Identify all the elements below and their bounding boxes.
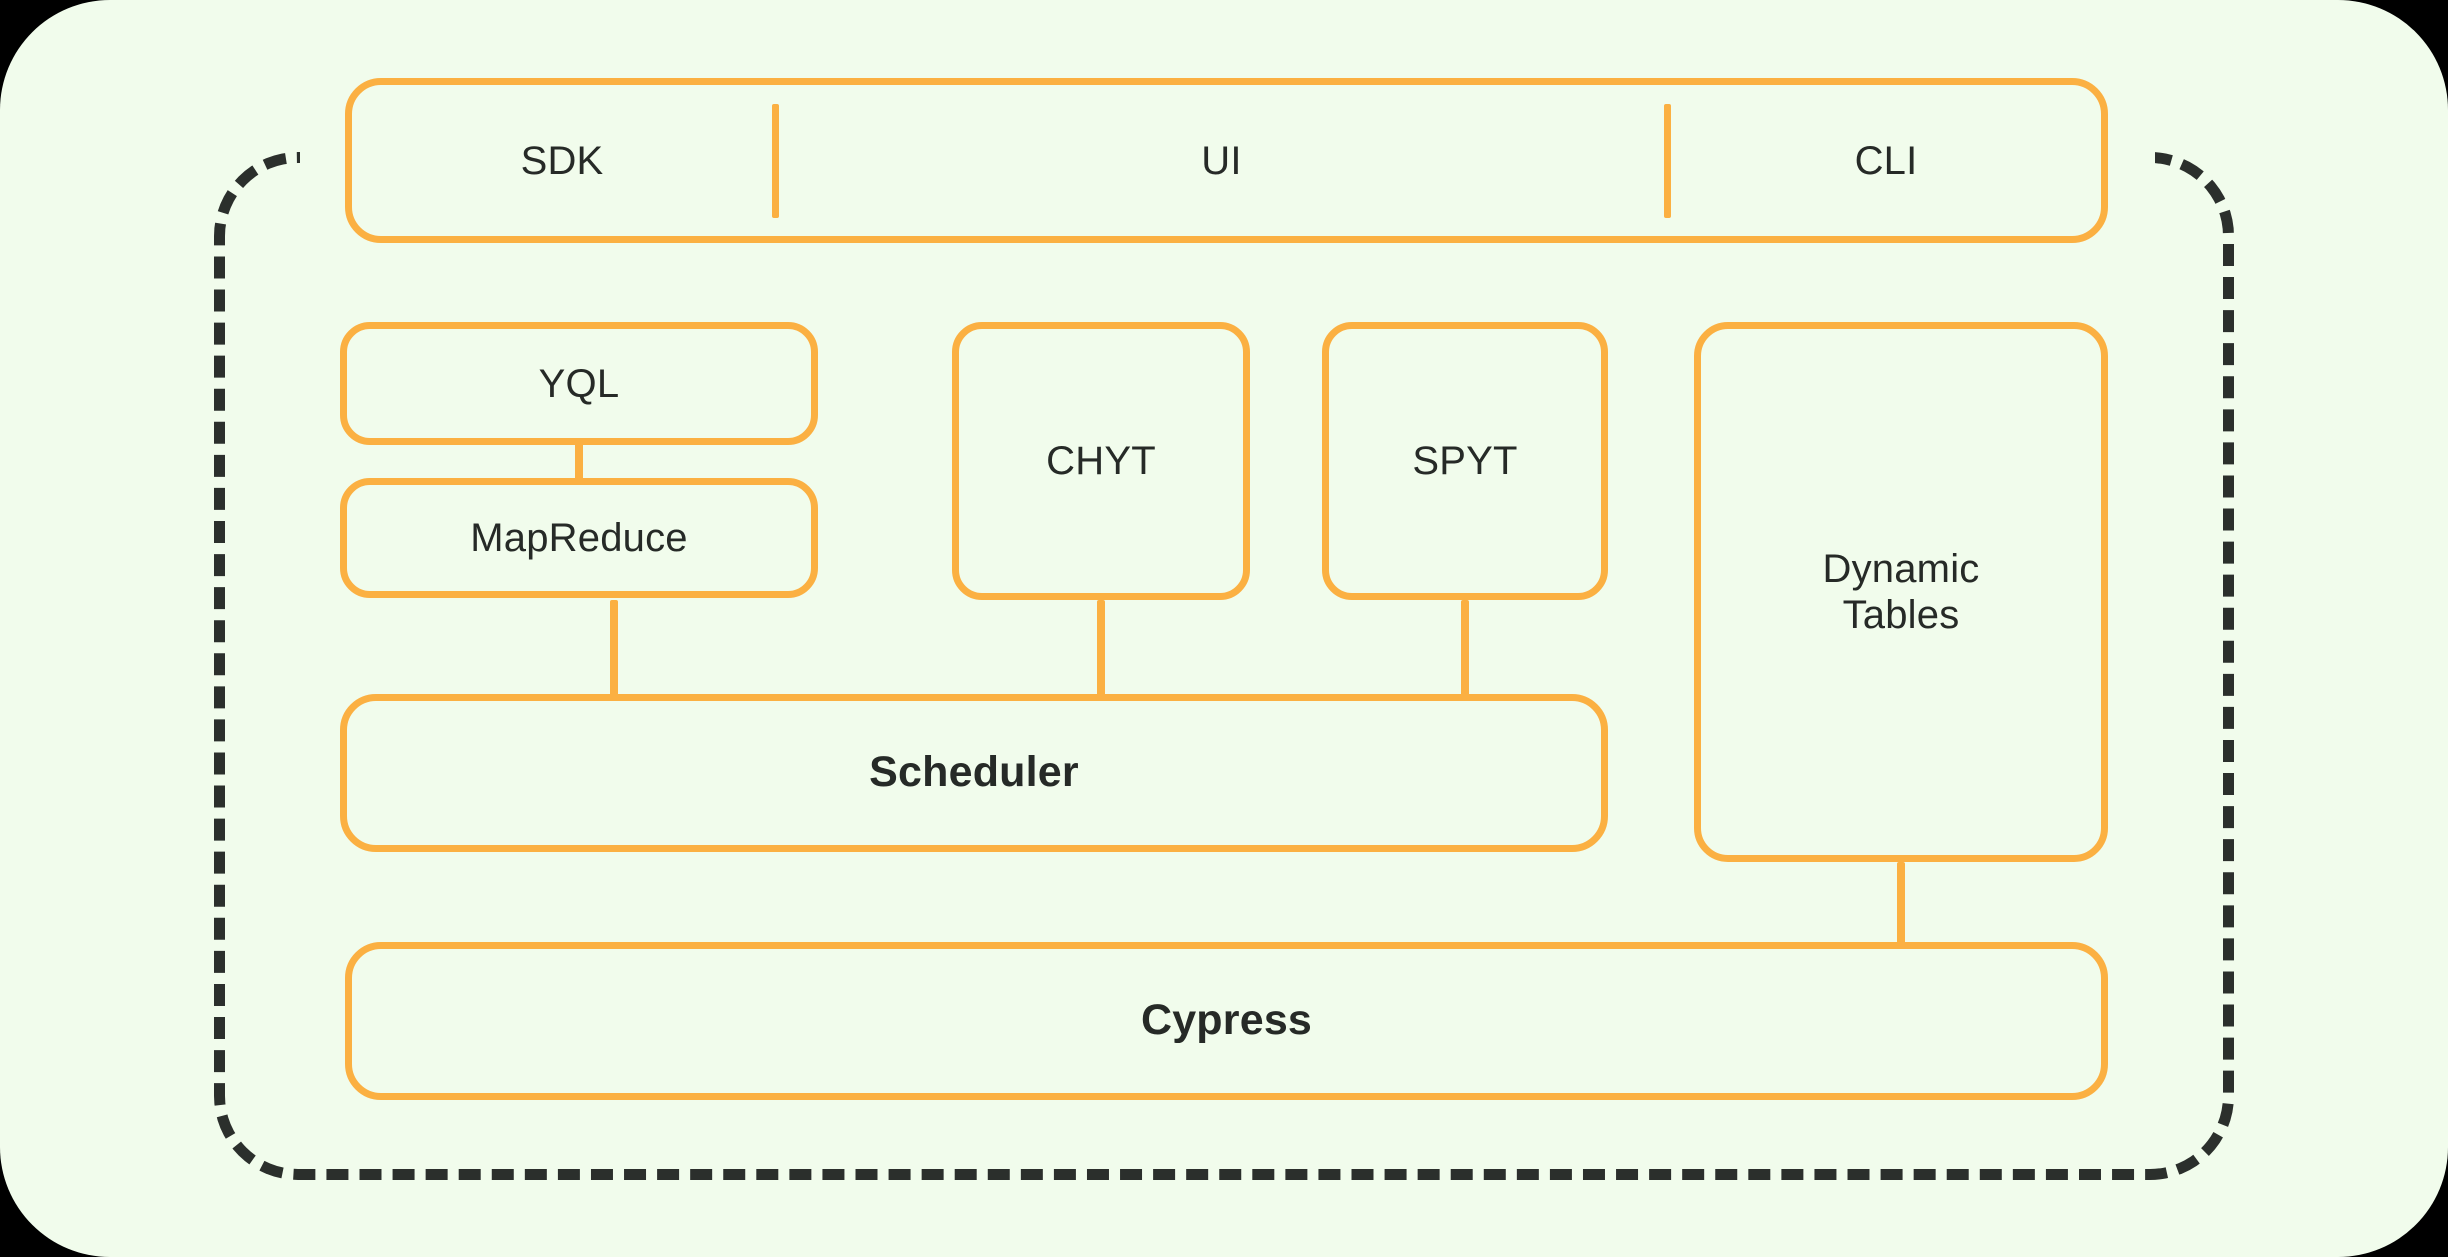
interface-segment-sdk[interactable]: SDK (520, 138, 604, 183)
node-cypress[interactable]: Cypress (345, 942, 2108, 1100)
node-chyt[interactable]: CHYT (952, 322, 1250, 600)
connector-yql-mapreduce (575, 440, 583, 482)
node-dynamic-tables-label-line1: Dynamic (1822, 547, 1980, 591)
node-mapreduce[interactable]: MapReduce (340, 478, 818, 598)
node-yql[interactable]: YQL (340, 322, 818, 445)
interface-divider-2 (1664, 103, 1671, 218)
node-scheduler[interactable]: Scheduler (340, 694, 1608, 852)
interface-divider-1 (772, 103, 779, 218)
interface-bar: SDK UI CLI (345, 78, 2108, 243)
connector-spyt-scheduler (1461, 600, 1469, 696)
node-dynamic-tables[interactable]: Dynamic Tables (1694, 322, 2108, 862)
node-spyt[interactable]: SPYT (1322, 322, 1608, 600)
node-dynamic-tables-label-line2: Tables (1842, 593, 1960, 637)
interface-segment-ui[interactable]: UI (1201, 138, 1242, 183)
connector-mapreduce-scheduler (610, 600, 618, 696)
interface-segment-cli[interactable]: CLI (1854, 138, 1918, 183)
connector-dynamic-tables-cypress (1897, 862, 1905, 944)
connector-chyt-scheduler (1097, 600, 1105, 696)
